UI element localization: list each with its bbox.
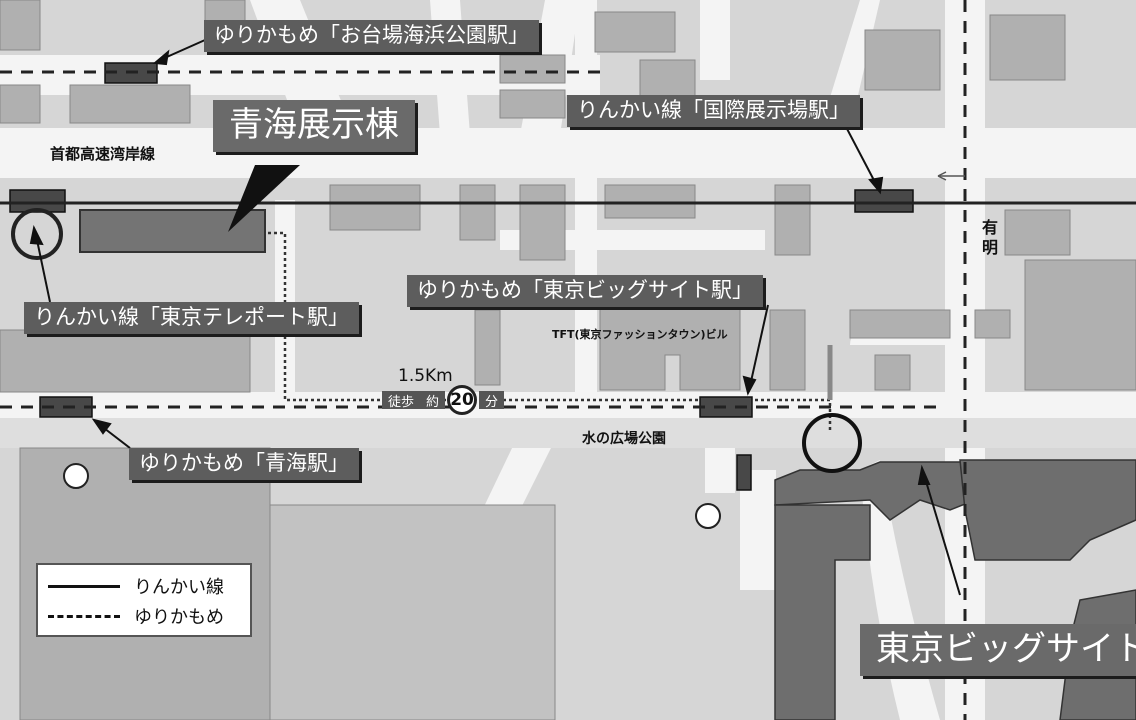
big-sight-station-label: ゆりかもめ「東京ビッグサイト駅」 <box>407 275 763 307</box>
legend: りんかい線 ゆりかもめ <box>36 563 252 637</box>
big-sight-station-ring <box>802 413 862 473</box>
walk-time-badge: 徒歩 約 20 分 <box>382 385 505 415</box>
kokusai-tenjijo-station-label: りんかい線「国際展示場駅」 <box>567 95 860 127</box>
legend-yurikamome: ゆりかもめ <box>134 607 224 628</box>
legend-dashed-line <box>48 614 120 618</box>
aomi-hall-label: 青海展示棟 <box>213 100 415 152</box>
ariake-label-1: 有 <box>982 218 999 237</box>
legend-solid-line <box>48 584 120 588</box>
legend-rinkai: りんかい線 <box>134 577 224 598</box>
aomi-station-label: ゆりかもめ「青海駅」 <box>129 448 359 480</box>
aomi-hall-pointer <box>228 165 300 232</box>
callout-arrows <box>29 39 961 596</box>
stations <box>9 62 914 491</box>
odaiba-kaihin-station-label: ゆりかもめ「お台場海浜公園駅」 <box>204 20 539 52</box>
expressway-label: 首都高速湾岸線 <box>50 145 156 163</box>
walk-label-b: 約 <box>420 391 446 410</box>
walk-distance: 1.5Km <box>398 366 453 386</box>
tft-building-label: TFT(東京ファッションタウン)ビル <box>552 328 728 341</box>
teleport-station-ring <box>11 208 63 260</box>
ariake-label-2: 明 <box>982 238 999 257</box>
walk-minutes: 20 <box>447 385 478 415</box>
walk-unit: 分 <box>479 391 505 410</box>
water-plaza-label: 水の広場公園 <box>582 431 666 447</box>
tokyo-teleport-station-label: りんかい線「東京テレポート駅」 <box>24 302 359 334</box>
walk-label-a: 徒歩 <box>382 391 421 410</box>
tokyo-big-sight-label: 東京ビッグサイト <box>860 624 1136 676</box>
